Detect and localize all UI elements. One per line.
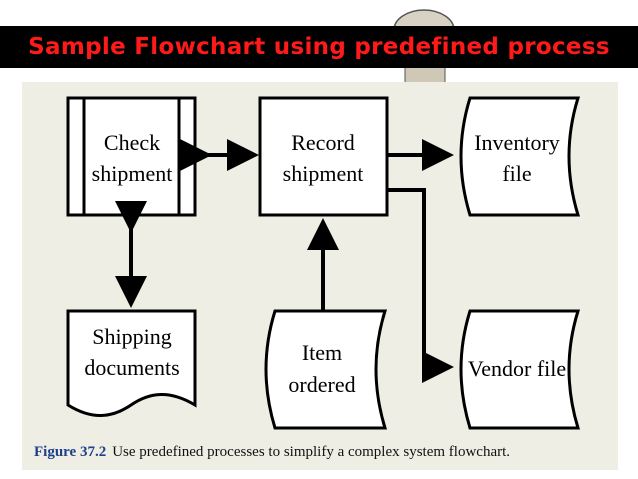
page-title: Sample Flowchart using predefined proces…	[28, 34, 610, 60]
vendor-file-node: Vendor file	[459, 309, 581, 430]
connector-record-vendor	[387, 188, 454, 383]
record-shipment-node: Record shipment	[258, 96, 389, 217]
inventory-file-line-2: file	[502, 161, 531, 186]
item-ordered-node: Item ordered	[264, 309, 388, 430]
shipping-documents-line-1: Shipping	[92, 324, 171, 349]
shipping-documents-node: Shipping documents	[66, 309, 197, 417]
figure-caption-text: Use predefined processes to simplify a c…	[112, 444, 511, 460]
check-shipment-line-1: Check	[104, 130, 160, 155]
vendor-file-label: Vendor file	[468, 356, 566, 381]
figure-caption: Figure 37.2 Use predefined processes to s…	[34, 444, 510, 461]
record-shipment-line-1: Record	[291, 130, 355, 155]
check-shipment-node: Check shipment	[66, 96, 197, 217]
inventory-file-line-1: Inventory	[474, 130, 560, 155]
record-shipment-line-2: shipment	[283, 161, 364, 186]
inventory-file-node: Inventory file	[459, 96, 581, 217]
shipping-documents-line-2: documents	[84, 355, 179, 380]
item-ordered-line-1: Item	[302, 340, 342, 365]
item-ordered-line-2: ordered	[288, 372, 355, 397]
check-shipment-line-2: shipment	[92, 161, 173, 186]
figure-label: Figure 37.2	[34, 444, 107, 460]
title-bar: Sample Flowchart using predefined proces…	[0, 26, 638, 68]
